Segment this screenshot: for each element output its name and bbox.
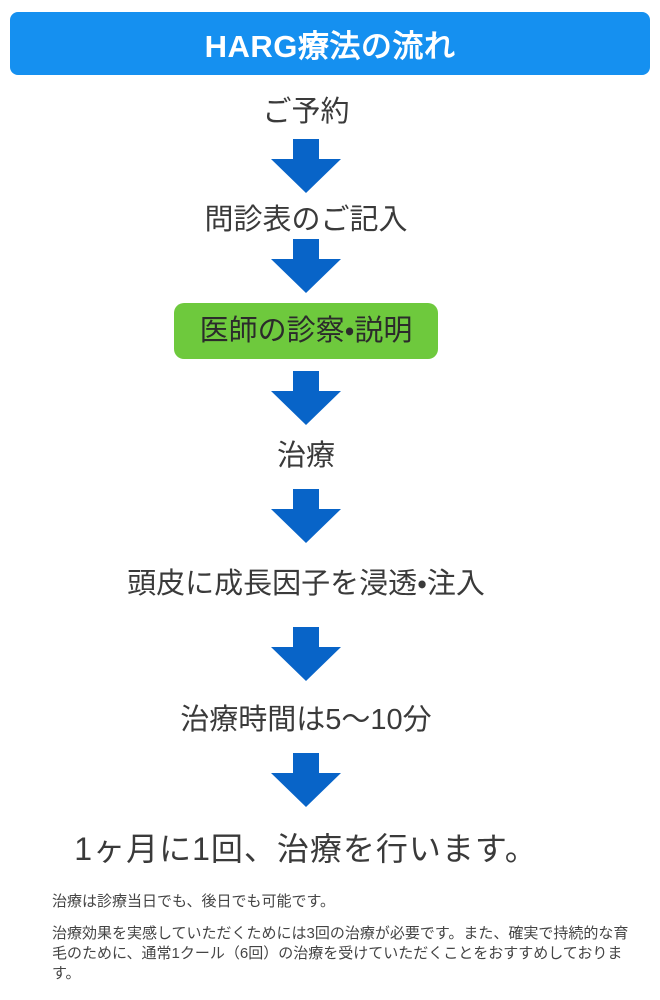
flow-diagram: ご予約 問診表のご記入 医師の診察・説明 治療 頭皮に成長因子を — [0, 93, 612, 871]
page-title: HARG療法の流れ — [204, 29, 456, 64]
flow-step-questionnaire: 問診表のご記入 — [204, 204, 408, 236]
down-arrow-icon — [271, 371, 341, 425]
notes-section: 治療は診療当日でも、後日でも可能です。 治療効果を実感していただくためには3回の… — [0, 892, 660, 984]
flow-step-growth-factor-injection: 頭皮に成長因子を浸透・注入 — [127, 568, 485, 600]
note-same-day-treatment: 治療は診療当日でも、後日でも可能です。 — [52, 893, 336, 910]
note-recommended-course: 治療効果を実感していただくためには3回の治療が必要です。また、確実で持続的な育毛… — [52, 925, 629, 982]
flow-step-reservation: ご予約 — [262, 96, 350, 128]
flow-step-treatment: 治療 — [276, 440, 335, 472]
flow-step-monthly-frequency: 1ヶ月に1回、治療を行います。 — [74, 831, 538, 867]
header-banner: HARG療法の流れ — [10, 12, 650, 75]
flow-step-treatment-duration: 治療時間は5～10分 — [180, 704, 432, 736]
flow-step-doctor-examination: 医師の診察・説明 — [173, 303, 439, 359]
down-arrow-icon — [271, 753, 341, 807]
down-arrow-icon — [271, 139, 341, 193]
down-arrow-icon — [271, 627, 341, 681]
down-arrow-icon — [271, 489, 341, 543]
down-arrow-icon — [271, 239, 341, 293]
